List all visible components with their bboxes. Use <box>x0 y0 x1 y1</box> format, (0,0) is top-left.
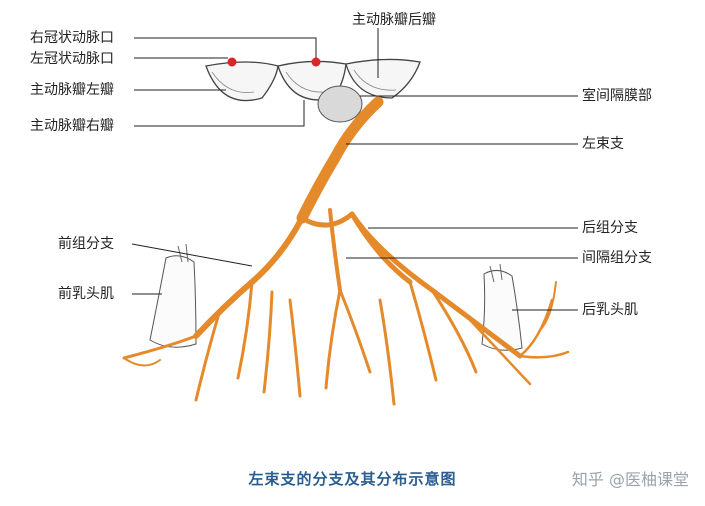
anterior-papillary-muscle <box>149 243 197 348</box>
label-anterior-papillary: 前乳头肌 <box>58 286 114 302</box>
label-left-bundle-branch: 左束支 <box>582 136 624 152</box>
right-coronary-ostium-dot <box>227 57 237 67</box>
label-right-coronary-ostium: 右冠状动脉口 <box>30 30 114 46</box>
label-left-coronary-ostium: 左冠状动脉口 <box>30 51 114 67</box>
label-septal-fascicle: 间隔组分支 <box>582 250 652 266</box>
leader-lines <box>131 28 578 311</box>
left-bundle-branch-fibers <box>122 96 570 406</box>
label-aortic-right-cusp: 主动脉瓣右瓣 <box>30 118 114 134</box>
posterior-papillary-muscle <box>481 263 523 351</box>
label-posterior-papillary: 后乳头肌 <box>582 302 638 318</box>
label-aortic-left-cusp: 主动脉瓣左瓣 <box>30 82 114 98</box>
label-aortic-posterior-cusp: 主动脉瓣后瓣 <box>352 12 436 28</box>
label-anterior-fascicle: 前组分支 <box>58 236 114 252</box>
figure-caption: 左束支的分支及其分布示意图 <box>248 470 457 488</box>
left-coronary-ostium-dot <box>311 57 321 67</box>
aortic-valve <box>205 58 421 102</box>
label-membranous-septum: 室间隔膜部 <box>582 88 652 104</box>
source-credit: 知乎 @医柚课堂 <box>571 470 689 489</box>
membranous-septum-shape <box>317 85 363 123</box>
label-posterior-fascicle: 后组分支 <box>582 220 638 236</box>
